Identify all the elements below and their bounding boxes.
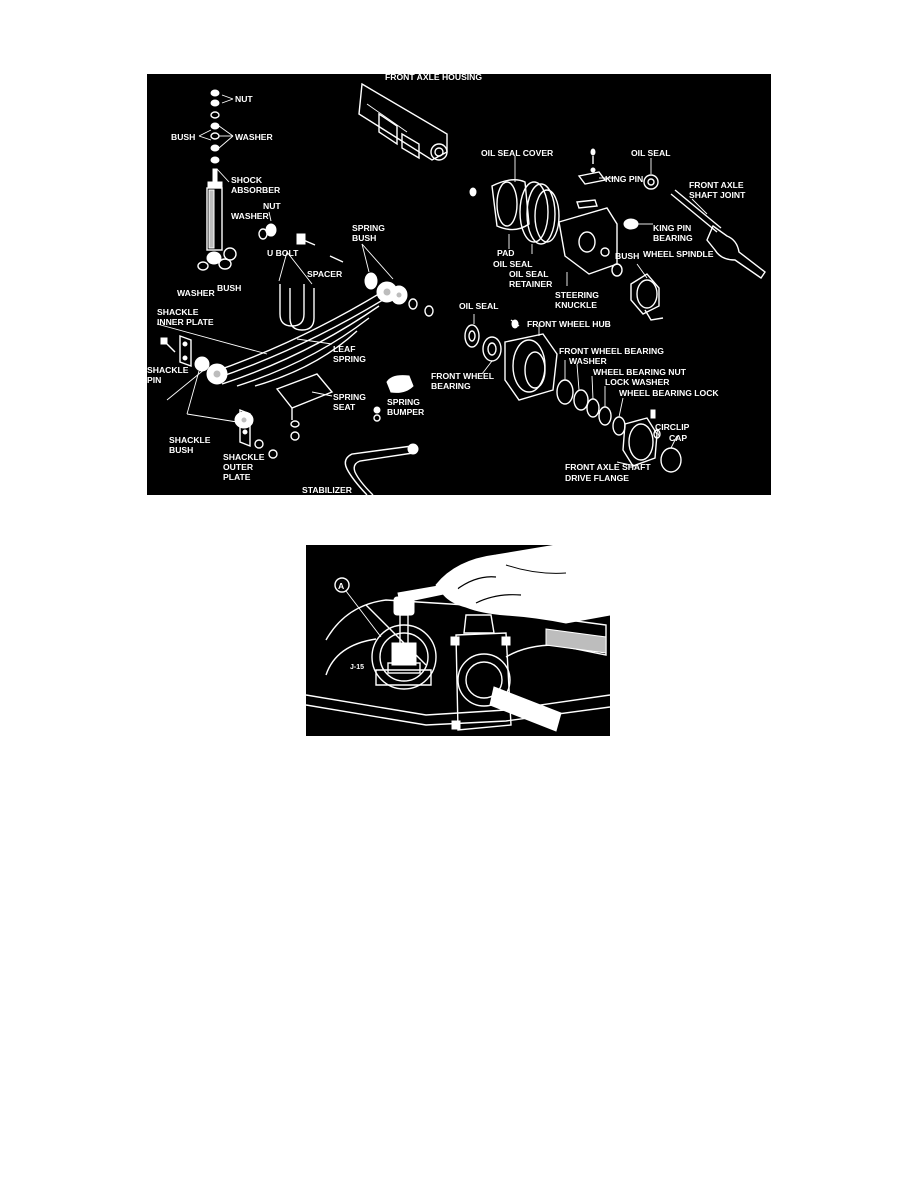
label-front-wheel-bearing-left-2: BEARING bbox=[431, 381, 471, 391]
label-wheel-bearing-lock: WHEEL BEARING LOCK bbox=[619, 388, 719, 398]
king-pin-removal-tool-illustration: A J-15 bbox=[306, 545, 610, 736]
stabilizer-bar bbox=[344, 443, 419, 495]
label-shackle-pin-2: PIN bbox=[147, 375, 161, 385]
label-shackle-bush-2: BUSH bbox=[169, 445, 193, 455]
shackle-inner-plate bbox=[160, 335, 192, 367]
label-drive-flange-1: FRONT AXLE SHAFT bbox=[565, 462, 651, 472]
label-shackle-inner-plate-1: SHACKLE bbox=[157, 307, 199, 317]
label-shackle-bush-1: SHACKLE bbox=[169, 435, 211, 445]
label-shackle-outer-plate-1: SHACKLE bbox=[223, 452, 265, 462]
label-bush-top: BUSH bbox=[171, 132, 195, 142]
label-king-pin-bearing-2: BEARING bbox=[653, 233, 693, 243]
u-bolts bbox=[278, 251, 315, 331]
bearing-nut-stack bbox=[556, 360, 626, 436]
nut-washer-mid bbox=[258, 211, 277, 240]
label-bush-right: BUSH bbox=[615, 251, 639, 261]
label-spring-bush-1: SPRING bbox=[352, 223, 385, 233]
label-oil-seal-left: OIL SEAL bbox=[459, 301, 498, 311]
front-axle-housing bbox=[358, 82, 448, 161]
label-shackle-outer-plate-3: PLATE bbox=[223, 472, 251, 482]
label-spring-seat-1: SPRING bbox=[333, 392, 366, 402]
label-nut-top: NUT bbox=[235, 94, 253, 104]
shackle-bush-outer-plate bbox=[166, 356, 278, 459]
label-lock-washer: LOCK WASHER bbox=[605, 377, 670, 387]
label-shackle-pin-1: SHACKLE bbox=[147, 365, 189, 375]
label-nut-mid: NUT bbox=[263, 201, 281, 211]
label-oil-seal-cover: OIL SEAL COVER bbox=[481, 148, 554, 158]
axle-shaft-joint bbox=[643, 158, 766, 279]
callout-circle bbox=[334, 577, 350, 593]
label-front-wheel-hub: FRONT WHEEL HUB bbox=[527, 319, 611, 329]
label-shock-absorber-1: SHOCK bbox=[231, 175, 263, 185]
knuckle-spindle bbox=[450, 614, 562, 732]
axle-frame bbox=[306, 599, 610, 726]
spacer-bolt bbox=[296, 233, 344, 263]
puller-tool bbox=[371, 596, 437, 690]
oil-seal-wheel-bearing bbox=[464, 314, 502, 375]
tool-number-label: J-15 bbox=[350, 664, 364, 671]
spring-bush-group bbox=[361, 243, 434, 317]
label-king-pin-bearing-1: KING PIN bbox=[653, 223, 691, 233]
label-bush-low: BUSH bbox=[217, 283, 241, 293]
label-oil-seal-top: OIL SEAL bbox=[631, 148, 670, 158]
label-cap: CAP bbox=[669, 433, 687, 443]
label-pad: PAD bbox=[497, 248, 515, 258]
label-washer-mid: WASHER bbox=[231, 211, 270, 221]
exploded-view-drawing: FRONT AXLE HOUSING NUT BUSH WASHER SHOCK… bbox=[147, 74, 766, 495]
shock-absorber-stack bbox=[197, 89, 237, 271]
label-wheel-bearing-nut: WHEEL BEARING NUT bbox=[593, 367, 687, 377]
label-spacer: SPACER bbox=[307, 269, 343, 279]
label-front-axle-shaft-joint-1: FRONT AXLE bbox=[689, 180, 744, 190]
spring-seat bbox=[275, 373, 334, 441]
label-leaf-spring-1: LEAF bbox=[333, 344, 355, 354]
callout-leader bbox=[345, 590, 382, 638]
label-oil-seal-retainer-2: RETAINER bbox=[509, 279, 553, 289]
label-washer-low: WASHER bbox=[177, 288, 216, 298]
label-u-bolt: U BOLT bbox=[267, 248, 299, 258]
label-spring-bumper-1: SPRING bbox=[387, 397, 420, 407]
label-king-pin: KING PIN bbox=[605, 174, 643, 184]
label-leaf-spring-2: SPRING bbox=[333, 354, 366, 364]
front-wheel-hub bbox=[504, 319, 558, 401]
label-shackle-inner-plate-2: INNER PLATE bbox=[157, 317, 214, 327]
label-steering-knuckle-1: STEERING bbox=[555, 290, 599, 300]
label-shock-absorber-2: ABSORBER bbox=[231, 185, 281, 195]
label-washer-right: WASHER bbox=[569, 356, 608, 366]
label-shackle-outer-plate-2: OUTER bbox=[223, 462, 254, 472]
label-circlip: CIRCLIP bbox=[655, 422, 690, 432]
spring-bumper bbox=[373, 375, 414, 422]
tool-drawing: A J-15 bbox=[306, 545, 610, 732]
label-front-axle-shaft-joint-2: SHAFT JOINT bbox=[689, 190, 746, 200]
label-front-wheel-bearing-left-1: FRONT WHEEL bbox=[431, 371, 494, 381]
label-drive-flange-2: DRIVE FLANGE bbox=[565, 473, 629, 483]
callout-letter: A bbox=[338, 581, 344, 591]
label-spring-seat-2: SEAT bbox=[333, 402, 356, 412]
wheel-spindle bbox=[630, 263, 664, 321]
label-washer-top: WASHER bbox=[235, 132, 274, 142]
label-spring-bush-2: BUSH bbox=[352, 233, 376, 243]
drive-flange-circlip-cap bbox=[616, 409, 682, 473]
label-stabilizer: STABILIZER bbox=[302, 485, 353, 495]
label-wheel-spindle: WHEEL SPINDLE bbox=[643, 249, 714, 259]
knuckle-assembly bbox=[469, 148, 653, 286]
label-oil-seal-retainer-1: OIL SEAL bbox=[509, 269, 548, 279]
label-steering-knuckle-2: KNUCKLE bbox=[555, 300, 597, 310]
label-front-axle-housing: FRONT AXLE HOUSING bbox=[385, 74, 482, 82]
label-spring-bumper-2: BUMPER bbox=[387, 407, 425, 417]
label-oil-seal-1: OIL SEAL bbox=[493, 259, 532, 269]
label-front-wheel-bearing-right: FRONT WHEEL BEARING bbox=[559, 346, 664, 356]
mechanic-hand bbox=[435, 545, 610, 624]
front-suspension-exploded-diagram: FRONT AXLE HOUSING NUT BUSH WASHER SHOCK… bbox=[147, 74, 771, 495]
